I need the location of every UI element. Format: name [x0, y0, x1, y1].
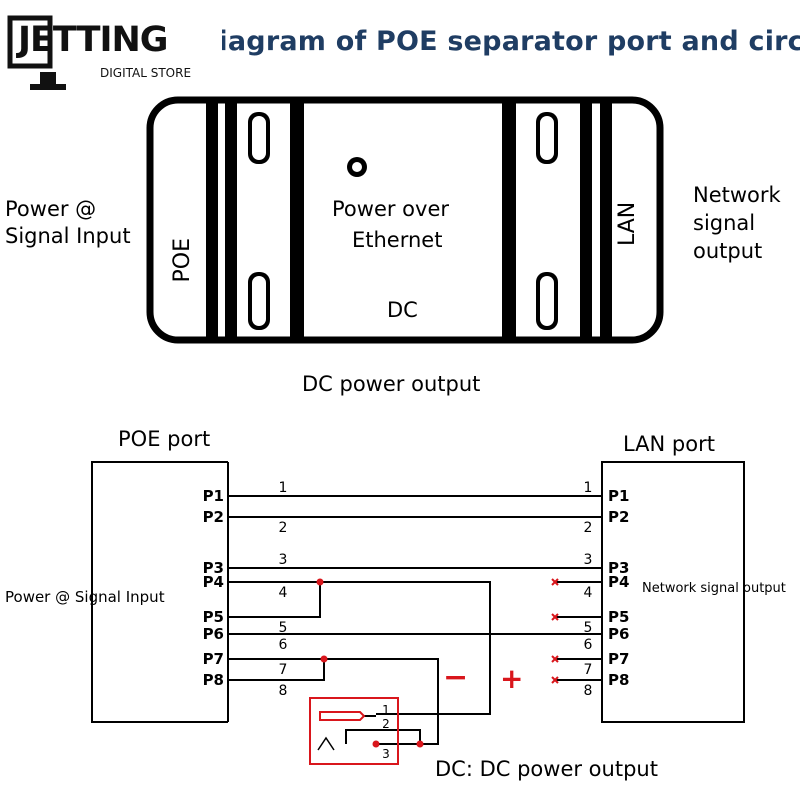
left-bar-2 [225, 100, 237, 340]
poe-port-box [91, 461, 228, 723]
logo-subtitle: DIGITAL STORE [100, 66, 192, 80]
dc-connector-pin-label: 3 [382, 747, 390, 761]
wire-spare-78 [228, 658, 325, 681]
wire-number-left: 2 [279, 520, 288, 536]
dc-bottom-label: DC: DC power output [435, 757, 658, 781]
monitor-logo-icon [7, 15, 66, 90]
input-label-line2: Signal Input [5, 224, 131, 248]
lan-pin-label: P4 [608, 573, 629, 591]
store-logo: JETTING DIGITAL STORE [0, 0, 222, 100]
junction-dc-3 [416, 740, 424, 748]
wire-number-left: 8 [279, 683, 288, 699]
left-bar-3 [290, 100, 304, 340]
output-label-line2: signal [693, 211, 756, 235]
junction-dc-3b [372, 740, 380, 748]
lan-pin-label: P3 [608, 559, 629, 577]
junction-78 [320, 655, 328, 663]
right-bar-3 [600, 100, 612, 340]
poe-pin-label: P3 [203, 559, 224, 577]
wire-number-left: 3 [279, 552, 288, 568]
logo-name: JETTING [18, 20, 169, 60]
wire-number-left: 4 [279, 585, 288, 601]
dc-pin2-lead [345, 729, 421, 744]
right-bar-1 [502, 100, 516, 340]
wire-number-right: 5 [584, 620, 593, 636]
wire-spare-45 [228, 581, 321, 618]
input-label-line1: Power @ [5, 197, 97, 221]
dc-connector-box [309, 697, 399, 765]
poe-pin-label: P5 [203, 608, 224, 626]
lan-pin-label: P5 [608, 608, 629, 626]
wire-number-right: 2 [584, 520, 593, 536]
minus-sign: − [443, 660, 469, 695]
device-dc-label: DC [387, 298, 418, 322]
lan-pin-label: P2 [608, 508, 629, 526]
output-bottom-label: Network signal output [642, 581, 786, 596]
dc-connector-pin-label: 2 [382, 717, 390, 731]
dc-jack-icon [319, 711, 366, 721]
left-bar-1 [206, 100, 218, 340]
lan-pin-label: P8 [608, 671, 629, 689]
poe-pin-label: P4 [203, 573, 224, 591]
poe-pin-label: P1 [203, 487, 224, 505]
poe-pin-label: P2 [203, 508, 224, 526]
wire-group [228, 495, 602, 745]
wire-number-right: 1 [584, 480, 593, 496]
output-label-line1: Network [693, 183, 781, 207]
lan-port-label: LAN port [623, 432, 715, 456]
device-body [146, 96, 664, 344]
poe-device-drawing [146, 96, 664, 344]
device-center-line1: Power over [332, 197, 449, 221]
poe-port-label: POE port [118, 427, 211, 451]
plus-sign: + [500, 662, 524, 695]
wire-number-left: 1 [279, 480, 288, 496]
right-bar-2 [580, 100, 592, 340]
wire-number-right: 6 [584, 637, 593, 653]
wire-number-left: 7 [279, 662, 288, 678]
input-bottom-label: Power @ Signal Input [5, 588, 165, 606]
wire-number-right: 4 [584, 585, 593, 601]
dc-power-output-label: DC power output [302, 372, 481, 396]
junction-45 [316, 578, 324, 586]
wire-dc-negative [320, 581, 491, 715]
poe-pin-label: P6 [203, 625, 224, 643]
unconnected-x-icon [551, 676, 559, 684]
lan-pin-label: P7 [608, 650, 629, 668]
wire-number-right: 8 [584, 683, 593, 699]
wire-number-right: 3 [584, 552, 593, 568]
lan-pin-label: P1 [608, 487, 629, 505]
unconnected-x-icon [551, 578, 559, 586]
dc-spring-icon [317, 736, 335, 751]
poe-pin-label: P7 [203, 650, 224, 668]
poe-pin-label: P8 [203, 671, 224, 689]
wire-dc-positive [324, 658, 439, 745]
unconnected-x-icon [551, 655, 559, 663]
wire-number-right: 7 [584, 662, 593, 678]
dc-connector-pin-label: 1 [382, 703, 390, 717]
wire-number-left: 6 [279, 637, 288, 653]
wire-number-left: 5 [279, 620, 288, 636]
lan-port-box [601, 461, 745, 723]
lan-pin-label: P6 [608, 625, 629, 643]
unconnected-x-icon [551, 613, 559, 621]
output-label-line3: output [693, 239, 763, 263]
device-center-line2: Ethernet [352, 228, 443, 252]
junction-group [316, 578, 559, 748]
